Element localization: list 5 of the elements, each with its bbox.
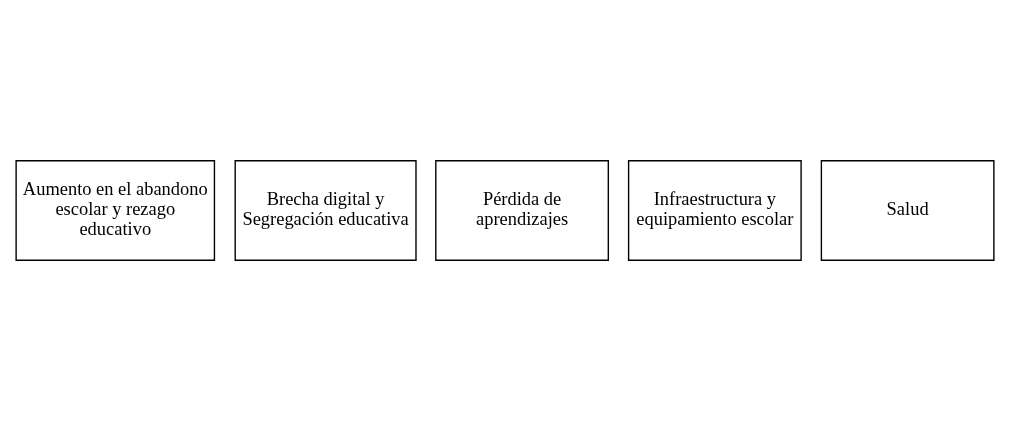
node-box: Salud xyxy=(820,160,995,261)
node-box: Brecha digital y Segregación educativa xyxy=(234,160,417,261)
node-box: Pérdida de aprendizajes xyxy=(435,160,609,261)
node-box: Aumento en el abandono escolar y rezago educativo xyxy=(15,160,216,261)
node-box: Infraestructura y equipamiento escolar xyxy=(627,160,802,261)
